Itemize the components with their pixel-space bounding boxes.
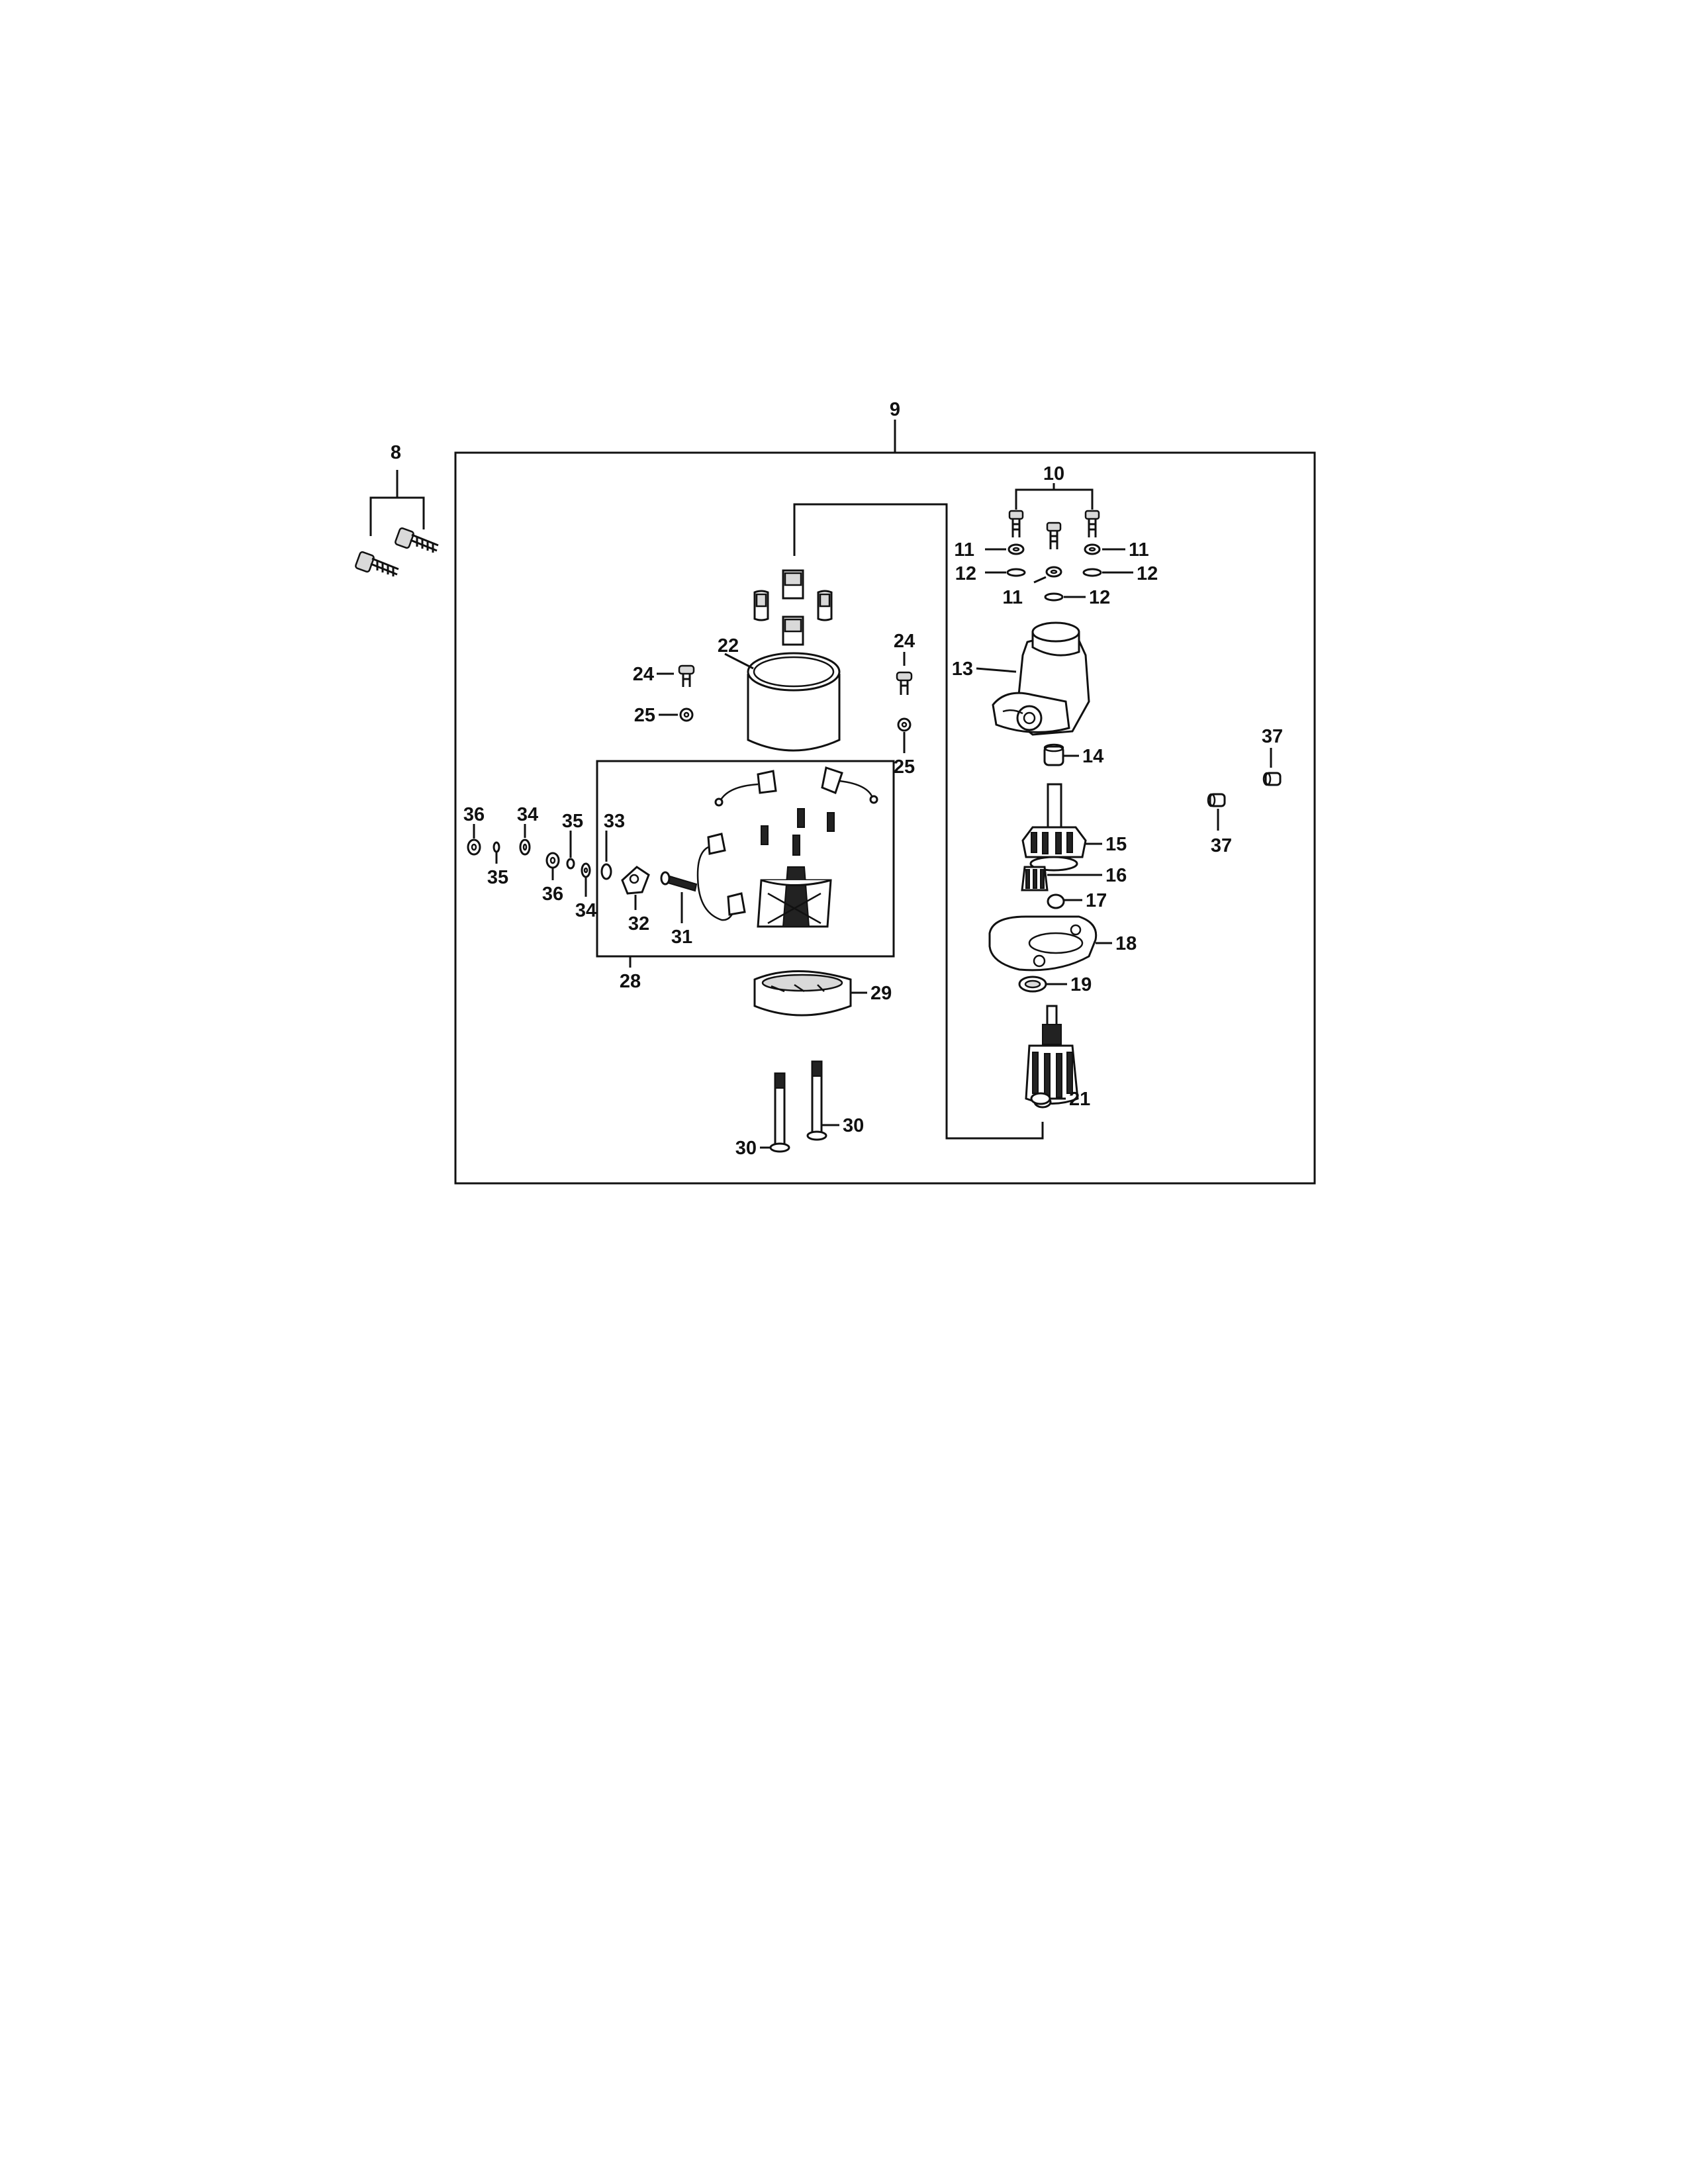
label-8: 8 bbox=[391, 442, 401, 463]
label-37a: 37 bbox=[1262, 726, 1283, 747]
label-35a: 35 bbox=[487, 867, 508, 888]
lockwashers-12 bbox=[985, 568, 1133, 602]
end-plate-18 bbox=[988, 915, 1112, 972]
label-18: 18 bbox=[1115, 933, 1137, 954]
bushing-14 bbox=[1043, 743, 1079, 766]
label-37b: 37 bbox=[1211, 835, 1232, 856]
nut-25a bbox=[659, 707, 694, 722]
bolt-8b bbox=[395, 527, 439, 553]
label-29: 29 bbox=[870, 983, 892, 1004]
assembly-bracket bbox=[793, 503, 1044, 1140]
label-10: 10 bbox=[1043, 463, 1064, 484]
washer-33 bbox=[600, 831, 612, 880]
label-25a: 25 bbox=[634, 705, 655, 726]
label-33: 33 bbox=[604, 811, 625, 832]
nut-36b bbox=[545, 852, 560, 880]
bolt-8a bbox=[355, 551, 399, 576]
label-11b: 11 bbox=[1129, 539, 1149, 561]
label-22: 22 bbox=[718, 635, 739, 657]
through-bolts-30 bbox=[760, 1060, 839, 1153]
terminal-stud-31 bbox=[660, 871, 698, 923]
screw-24a bbox=[657, 664, 695, 687]
assembly-frame bbox=[454, 451, 1316, 1185]
label-30b: 30 bbox=[843, 1115, 864, 1136]
label-15: 15 bbox=[1105, 834, 1127, 855]
washer-17 bbox=[1047, 893, 1082, 909]
nut-25b bbox=[897, 717, 912, 753]
frame-can bbox=[724, 652, 841, 752]
label-31: 31 bbox=[671, 927, 692, 948]
label-35b: 35 bbox=[562, 811, 583, 832]
label-12c: 12 bbox=[1089, 587, 1110, 608]
bushing-37b bbox=[1207, 793, 1226, 831]
screw-24b bbox=[896, 652, 913, 695]
label-28: 28 bbox=[620, 971, 641, 992]
nut-36a bbox=[467, 824, 481, 856]
bolts-8 bbox=[355, 470, 439, 576]
label-12b: 12 bbox=[1137, 563, 1158, 584]
screw-10a bbox=[1008, 510, 1024, 537]
screws-10 bbox=[1008, 483, 1100, 549]
label-32: 32 bbox=[628, 913, 649, 934]
bushing-21 bbox=[1030, 1092, 1066, 1105]
label-11a: 11 bbox=[954, 539, 974, 561]
brush-assembly-28 bbox=[696, 766, 878, 928]
washer-34b bbox=[581, 862, 591, 897]
label-21: 21 bbox=[1069, 1089, 1090, 1110]
washer-34a bbox=[519, 824, 531, 856]
label-25b: 25 bbox=[894, 756, 915, 778]
bushing-37a bbox=[1262, 748, 1282, 786]
label-30a: 30 bbox=[735, 1138, 757, 1159]
label-12a: 12 bbox=[955, 563, 976, 584]
label-36a: 36 bbox=[463, 804, 485, 825]
label-9: 9 bbox=[890, 399, 900, 420]
label-17: 17 bbox=[1086, 890, 1107, 911]
solenoid-13 bbox=[976, 621, 1090, 736]
label-34a: 34 bbox=[517, 804, 538, 825]
bearing-19 bbox=[1018, 976, 1067, 993]
label-16: 16 bbox=[1105, 865, 1127, 886]
label-24b: 24 bbox=[894, 631, 915, 652]
label-24a: 24 bbox=[633, 664, 654, 685]
label-11c: 11 bbox=[1002, 587, 1023, 608]
label-14: 14 bbox=[1082, 746, 1103, 767]
screw-10b bbox=[1046, 522, 1062, 549]
washer-35a bbox=[492, 841, 500, 864]
label-36b: 36 bbox=[542, 884, 563, 905]
subassembly-frame-28 bbox=[596, 760, 895, 958]
label-19: 19 bbox=[1070, 974, 1092, 995]
label-13: 13 bbox=[952, 659, 973, 680]
washer-35b bbox=[566, 831, 575, 870]
screw-10c bbox=[1084, 510, 1100, 537]
pinion-16 bbox=[1021, 866, 1102, 891]
drive-gear-15 bbox=[1021, 783, 1102, 872]
magnets-22 bbox=[753, 569, 833, 646]
terminal-32 bbox=[621, 866, 650, 910]
label-34b: 34 bbox=[575, 900, 596, 921]
washers-11 bbox=[985, 543, 1125, 584]
end-cap-29 bbox=[753, 970, 867, 1017]
